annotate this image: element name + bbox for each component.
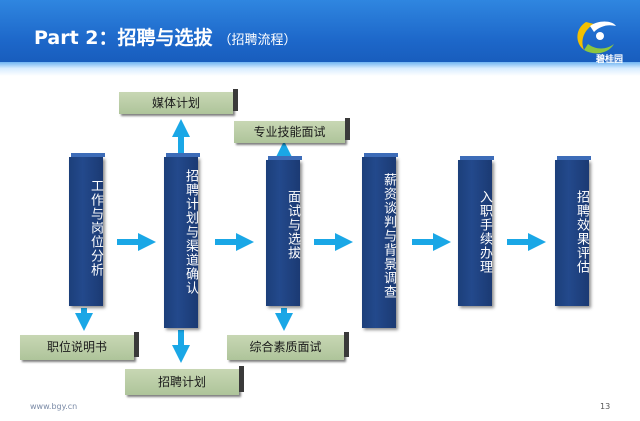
logo-text: 碧桂园	[596, 55, 624, 65]
title-text: Part 2：招聘与选拔	[34, 27, 213, 49]
box-label: 职位说明书	[46, 340, 107, 354]
step-evaluation: 招聘效果评估	[555, 156, 591, 306]
step-label: 薪资谈判与背景调查	[381, 173, 396, 299]
box-job-description: 职位说明书	[20, 332, 139, 360]
header-swoosh	[0, 62, 640, 76]
step-label: 入职手续办理	[477, 190, 492, 274]
bar-top-edge	[166, 153, 200, 157]
box-right-edge	[345, 118, 350, 140]
garden-logo-icon	[577, 21, 616, 54]
step-interview-selection: 面试与选拔	[266, 156, 302, 306]
step-label: 工作与岗位分析	[88, 179, 103, 277]
step-label: 招聘计划与渠道确认	[183, 169, 198, 295]
box-media-plan: 媒体计划	[119, 89, 238, 114]
title-subtitle: （招聘流程）	[218, 33, 297, 48]
step-label: 面试与选拔	[285, 190, 300, 260]
footer-url: www.bgy.cn	[30, 402, 78, 411]
box-right-edge	[239, 366, 244, 392]
box-label: 专业技能面试	[253, 125, 326, 139]
bar-top-edge	[71, 153, 105, 157]
step-label: 招聘效果评估	[574, 190, 589, 274]
bar-top-edge	[268, 156, 302, 160]
header-band: Part 2：招聘与选拔 （招聘流程） 碧桂园	[0, 0, 640, 76]
box-right-edge	[344, 332, 349, 357]
step-salary-background: 薪资谈判与背景调查	[362, 153, 398, 328]
page-title: Part 2：招聘与选拔 （招聘流程）	[34, 23, 297, 50]
step-recruit-plan-channel: 招聘计划与渠道确认	[164, 153, 200, 328]
box-recruit-plan: 招聘计划	[125, 366, 244, 395]
bar-top-edge	[364, 153, 398, 157]
box-quality-interview: 综合素质面试	[227, 332, 349, 360]
box-label: 综合素质面试	[249, 340, 322, 354]
box-label: 媒体计划	[151, 96, 200, 110]
step-job-analysis: 工作与岗位分析	[69, 153, 105, 306]
box-right-edge	[233, 89, 238, 111]
page-number: 13	[600, 402, 611, 411]
box-label: 招聘计划	[157, 375, 206, 389]
bar-top-edge	[460, 156, 494, 160]
step-onboarding: 入职手续办理	[458, 156, 494, 306]
bar-top-edge	[557, 156, 591, 160]
box-right-edge	[134, 332, 139, 357]
box-professional-interview: 专业技能面试	[234, 118, 350, 143]
